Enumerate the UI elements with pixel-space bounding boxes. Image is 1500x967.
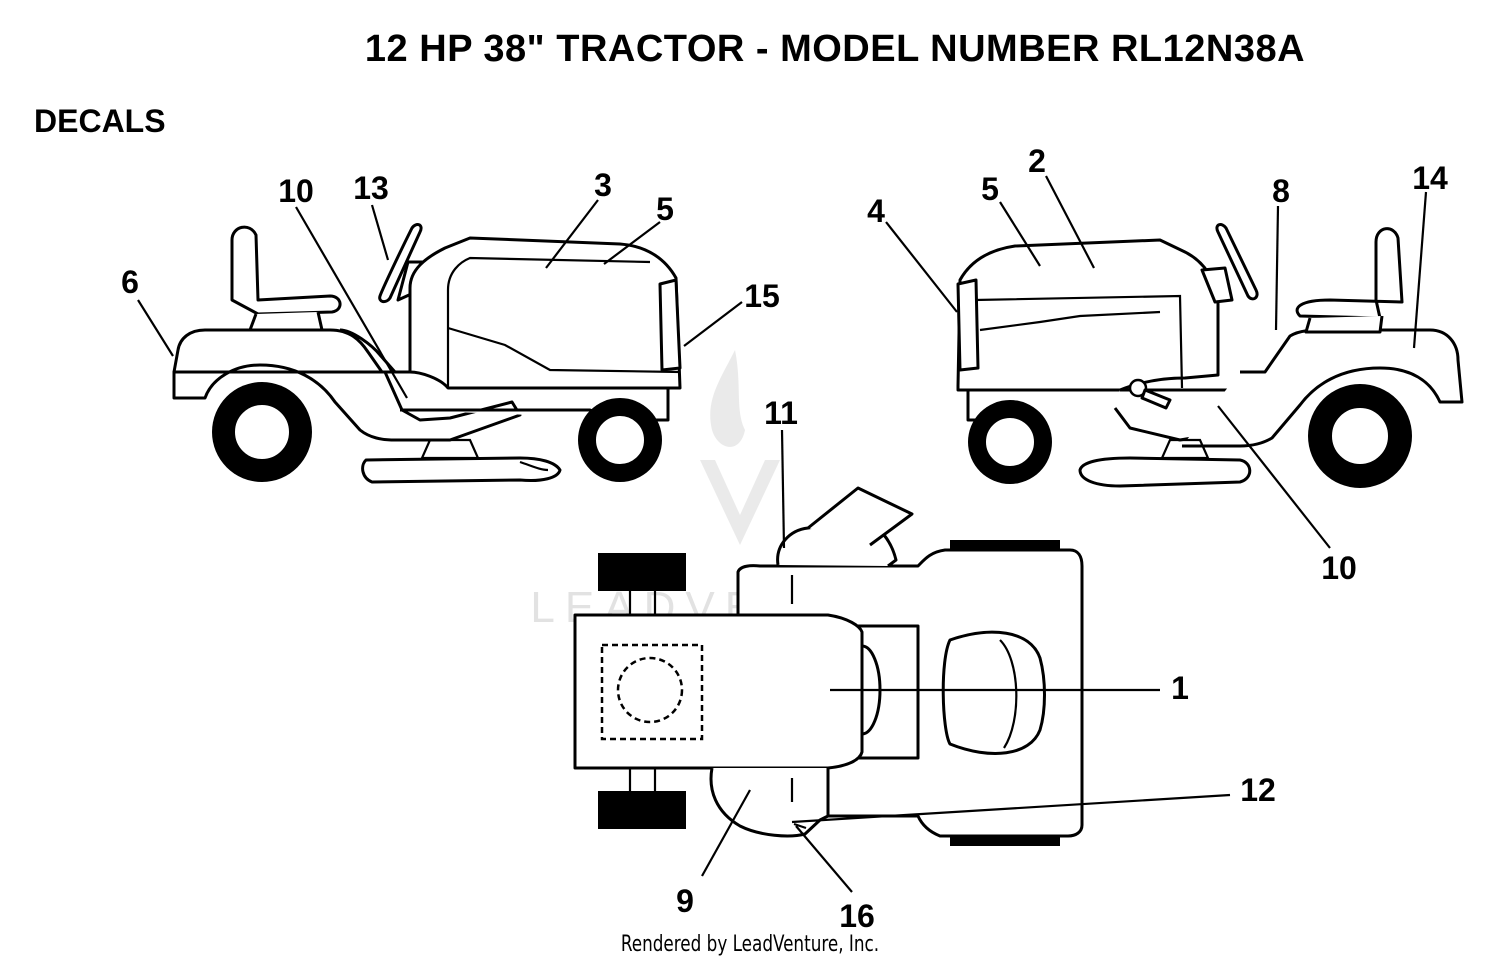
- callout-5-right: 5: [981, 171, 999, 207]
- tractor-left-side-view: [172, 223, 682, 484]
- callout-15: 15: [744, 278, 780, 314]
- tractor-top-view: [573, 486, 1084, 846]
- callout-10-right: 10: [1321, 550, 1357, 586]
- page-title: 12 HP 38" TRACTOR - MODEL NUMBER RL12N38…: [364, 28, 1306, 70]
- callout-6: 6: [121, 264, 139, 300]
- callout-14: 14: [1412, 160, 1448, 196]
- callout-3: 3: [594, 167, 612, 203]
- callout-12: 12: [1240, 772, 1276, 808]
- section-title: DECALS: [34, 103, 166, 139]
- callout-13: 13: [353, 170, 389, 206]
- tractor-right-side-view: [956, 223, 1464, 488]
- callout-labels: 10 13 3 5 6 15 4 5 2 8 14 10 11 1 12 9 1…: [121, 143, 1448, 934]
- callout-8: 8: [1272, 173, 1290, 209]
- callout-10-left: 10: [278, 173, 314, 209]
- callout-4: 4: [867, 193, 885, 229]
- callout-16: 16: [839, 898, 875, 934]
- callout-1: 1: [1171, 670, 1189, 706]
- callout-9: 9: [676, 883, 694, 919]
- callout-2: 2: [1028, 143, 1046, 179]
- footer-credit: Rendered by LeadVenture, Inc.: [620, 932, 880, 957]
- callout-5-left: 5: [656, 191, 674, 227]
- leader-lines: [137, 175, 1428, 893]
- callout-11: 11: [764, 395, 798, 431]
